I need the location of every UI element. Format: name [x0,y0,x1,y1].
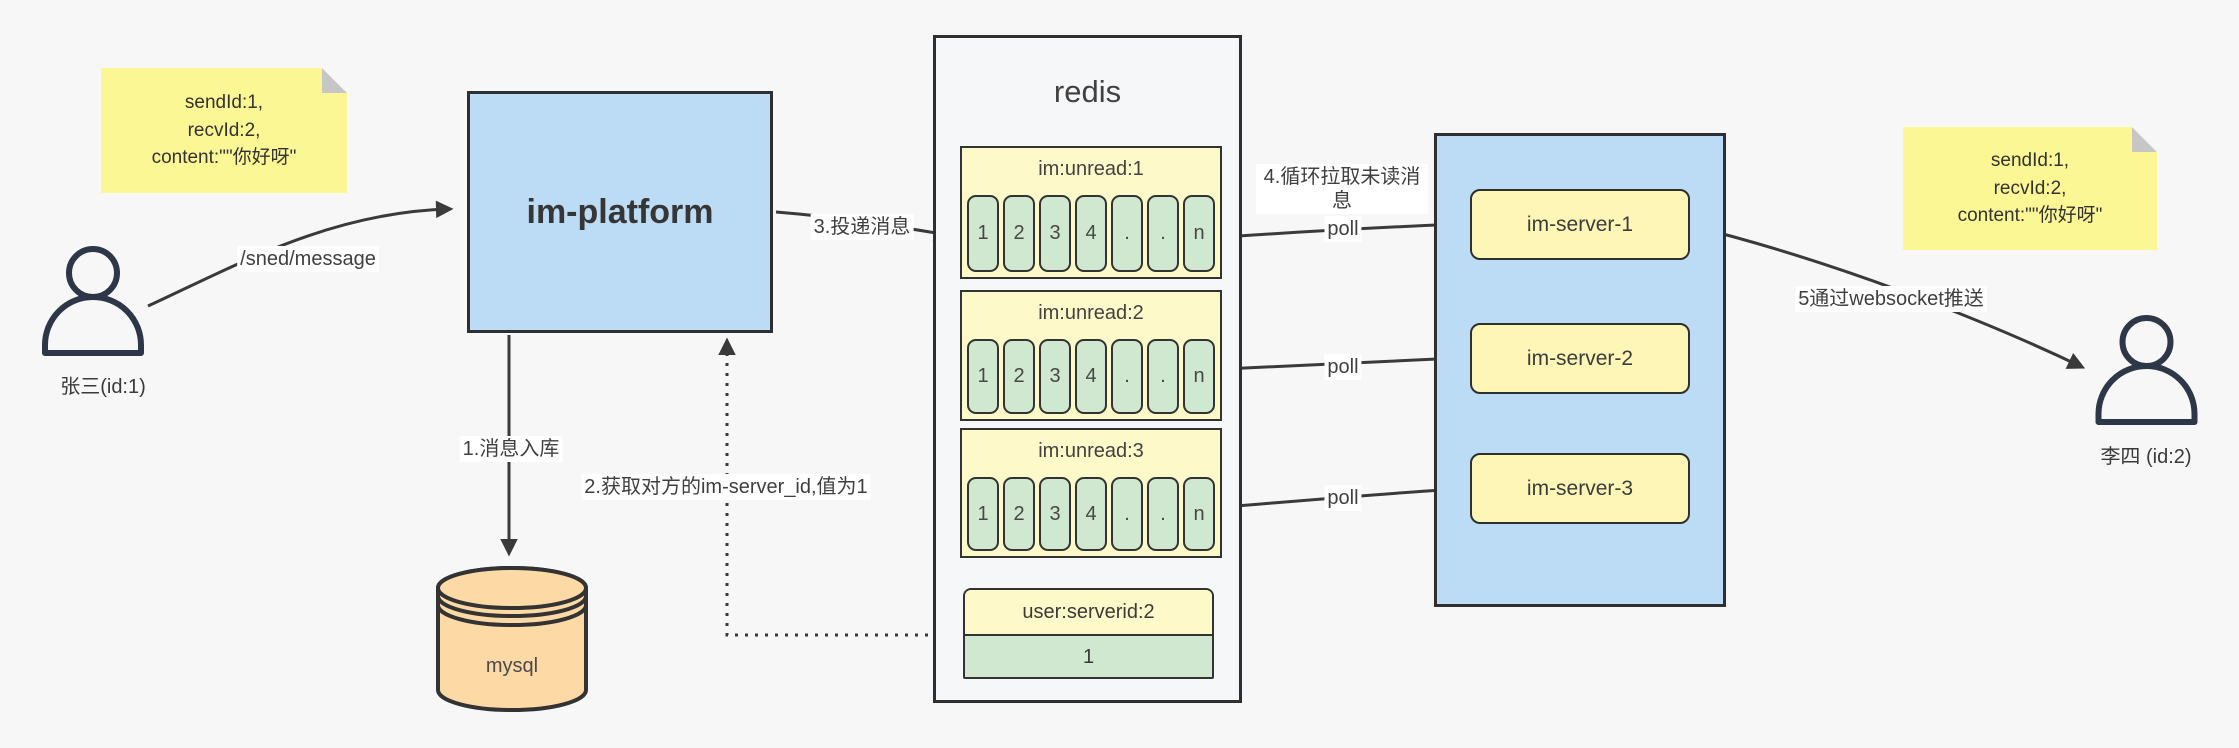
redis-container: redis im:unread:1 1 2 3 4 . . n im:unrea… [933,35,1242,703]
queue-cells: 1 2 3 4 . . n [967,339,1215,414]
queue-cell: 1 [967,477,999,551]
queue-im-unread-1: im:unread:1 1 2 3 4 . . n [960,146,1222,279]
mysql-cylinder-icon [436,566,588,712]
note-line: content:""你好呀" [1957,205,2103,227]
edge-label-send-message: /sned/message [237,246,379,272]
queue-cell: 1 [967,195,999,272]
person-sender-label: 张三(id:1) [60,376,146,398]
note-line: sendId:1, [1990,150,2070,172]
note-sender-payload: sendId:1, recvId:2, content:""你好呀" [101,68,347,193]
queue-cell: . [1147,477,1179,551]
queue-header: im:unread:2 [1038,302,1144,324]
person-sender-icon [42,246,144,356]
note-receiver-payload: sendId:1, recvId:2, content:""你好呀" [1903,127,2157,250]
queue-cell: 1 [967,339,999,414]
queue-cells: 1 2 3 4 . . n [967,195,1215,272]
mysql-label: mysql [485,655,539,677]
user-serverid-box: user:serverid:2 1 [963,588,1214,679]
note-line: sendId:1, [184,92,264,114]
im-server-1-box: im-server-1 [1470,189,1690,260]
queue-cell: n [1183,477,1215,551]
queue-cell: 3 [1039,339,1071,414]
user-serverid-header: user:serverid:2 [965,590,1212,636]
im-server-2-box: im-server-2 [1470,323,1690,394]
edge-label-step3: 3.投递消息 [810,214,914,240]
edge-label-step5: 5通过websocket推送 [1795,286,1987,312]
queue-cell: 2 [1003,195,1035,272]
note-fold-icon [2132,127,2157,152]
person-receiver-icon [2095,315,2198,425]
redis-title: redis [1053,74,1122,109]
queue-cell: . [1147,195,1179,272]
edge-label-poll-1: poll [1324,216,1362,242]
queue-cell: 2 [1003,477,1035,551]
queue-cell: 4 [1075,195,1107,272]
edge-label-poll-3: poll [1324,485,1362,511]
queue-cell: 4 [1075,477,1107,551]
queue-cell: 4 [1075,339,1107,414]
queue-cell: n [1183,195,1215,272]
im-server-container: im-server-1 im-server-2 im-server-3 [1434,133,1726,607]
queue-im-unread-3: im:unread:3 1 2 3 4 . . n [960,428,1222,558]
person-receiver-label: 李四 (id:2) [2100,446,2192,468]
note-line: content:""你好呀" [151,147,297,169]
user-serverid-value: 1 [965,636,1212,677]
queue-cell: 3 [1039,195,1071,272]
note-line: recvId:2, [1993,177,2067,199]
edge-label-step2: 2.获取对方的im-server_id,值为1 [581,474,871,500]
im-server-3-box: im-server-3 [1470,453,1690,524]
im-platform-box: im-platform [467,91,773,333]
queue-header: im:unread:3 [1038,440,1144,462]
im-platform-label: im-platform [526,192,714,231]
edge-label-step4: 4.循环拉取未读消息 [1256,164,1428,214]
queue-cell: . [1147,339,1179,414]
queue-cell: n [1183,339,1215,414]
edge-label-poll-2: poll [1324,354,1362,380]
queue-header: im:unread:1 [1038,158,1144,180]
queue-cells: 1 2 3 4 . . n [967,477,1215,551]
queue-cell: . [1111,195,1143,272]
queue-cell: 3 [1039,477,1071,551]
queue-cell: . [1111,339,1143,414]
queue-im-unread-2: im:unread:2 1 2 3 4 . . n [960,290,1222,421]
queue-cell: 2 [1003,339,1035,414]
edge-label-step1: 1.消息入库 [459,436,563,462]
note-fold-icon [322,68,347,93]
note-line: recvId:2, [187,119,261,141]
queue-cell: . [1111,477,1143,551]
